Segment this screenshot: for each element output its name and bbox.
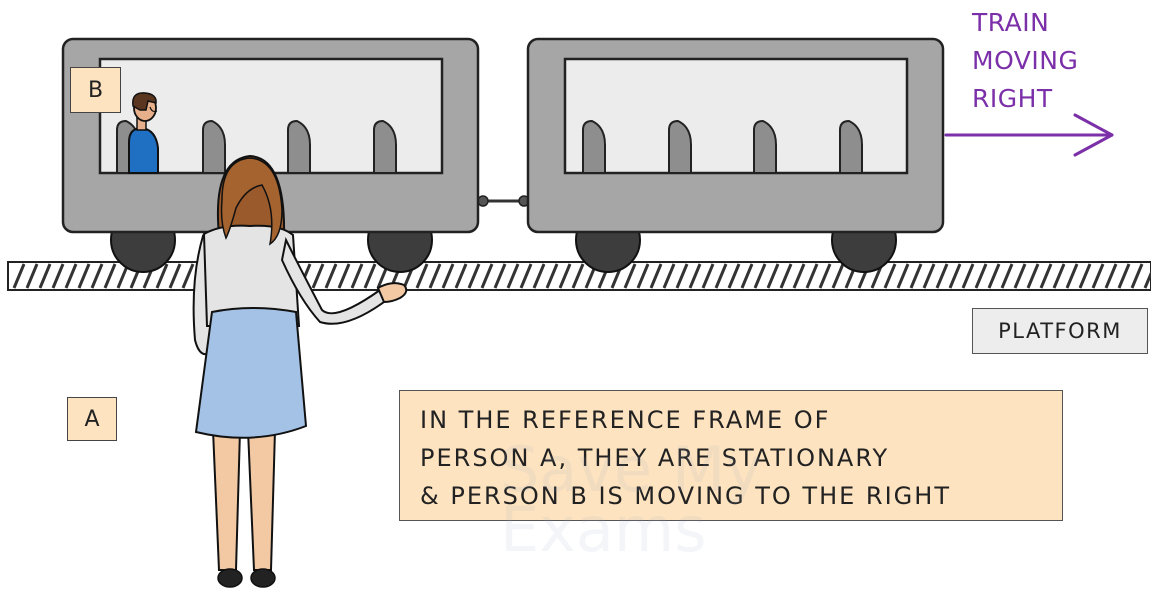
track-hatch xyxy=(77,263,91,289)
track-hatch xyxy=(714,263,728,289)
track-hatch xyxy=(428,263,442,289)
track-hatch xyxy=(727,263,741,289)
track-hatch xyxy=(506,263,520,289)
track-hatch xyxy=(571,263,585,289)
track-hatch xyxy=(974,263,988,289)
track-hatch xyxy=(675,263,689,289)
track-hatch xyxy=(753,263,767,289)
person-a-figure xyxy=(192,154,408,588)
track-hatch xyxy=(337,263,351,289)
right-arrow-icon xyxy=(944,113,1114,157)
track-hatch xyxy=(922,263,936,289)
track-hatch xyxy=(948,263,962,289)
track-hatch xyxy=(155,263,169,289)
track-hatch xyxy=(883,263,897,289)
track-hatch xyxy=(740,263,754,289)
track-hatch xyxy=(12,263,26,289)
info-line: PERSON A, THEY ARE STATIONARY xyxy=(420,444,890,472)
track-hatch xyxy=(818,263,832,289)
track-hatch xyxy=(64,263,78,289)
rail-track xyxy=(7,261,1151,291)
reference-frame-note: IN THE REFERENCE FRAME OF PERSON A, THEY… xyxy=(399,390,1063,521)
track-hatch xyxy=(987,263,1001,289)
track-hatch xyxy=(324,263,338,289)
track-hatch xyxy=(38,263,52,289)
track-hatch xyxy=(779,263,793,289)
track-hatch xyxy=(558,263,572,289)
track-hatch xyxy=(662,263,676,289)
track-hatch xyxy=(532,263,546,289)
info-line: & PERSON B IS MOVING TO THE RIGHT xyxy=(420,482,951,510)
track-hatch xyxy=(649,263,663,289)
track-hatch xyxy=(1026,263,1040,289)
track-hatch xyxy=(1065,263,1079,289)
track-hatch xyxy=(51,263,65,289)
track-hatch xyxy=(480,263,494,289)
track-hatch xyxy=(519,263,533,289)
track-hatch xyxy=(688,263,702,289)
track-hatch xyxy=(181,263,195,289)
track-hatch xyxy=(1091,263,1105,289)
track-hatch xyxy=(1000,263,1014,289)
carriage-right xyxy=(526,37,945,234)
track-hatch xyxy=(90,263,104,289)
track-hatch xyxy=(1130,263,1144,289)
train-note-line: TRAIN xyxy=(972,8,1050,37)
track-hatch xyxy=(623,263,637,289)
info-line: IN THE REFERENCE FRAME OF xyxy=(420,406,831,434)
track-hatch xyxy=(1039,263,1053,289)
track-hatch xyxy=(1078,263,1092,289)
track-hatch xyxy=(961,263,975,289)
platform-label: PLATFORM xyxy=(972,308,1148,354)
track-hatch xyxy=(415,263,429,289)
track-hatch xyxy=(454,263,468,289)
track-hatch xyxy=(311,263,325,289)
track-hatch xyxy=(363,263,377,289)
track-hatch xyxy=(896,263,910,289)
track-hatch xyxy=(1052,263,1066,289)
track-hatch xyxy=(25,263,39,289)
train-direction-note: TRAIN MOVING RIGHT xyxy=(972,4,1078,118)
track-hatch xyxy=(766,263,780,289)
track-hatch xyxy=(831,263,845,289)
track-hatch xyxy=(1104,263,1118,289)
track-hatch xyxy=(1117,263,1131,289)
track-hatch xyxy=(701,263,715,289)
track-hatch xyxy=(467,263,481,289)
person-b-label: B xyxy=(70,67,121,113)
track-hatch xyxy=(350,263,364,289)
track-hatch xyxy=(103,263,117,289)
track-hatch xyxy=(441,263,455,289)
seats xyxy=(582,119,863,174)
track-hatch xyxy=(1013,263,1027,289)
track-hatch xyxy=(935,263,949,289)
coupling xyxy=(477,195,530,207)
track-hatch xyxy=(545,263,559,289)
person-b-figure xyxy=(128,92,159,174)
track-hatch xyxy=(493,263,507,289)
train-note-line: RIGHT xyxy=(972,84,1053,113)
track-hatch xyxy=(168,263,182,289)
track-hatch xyxy=(805,263,819,289)
track-hatch xyxy=(792,263,806,289)
track-hatch xyxy=(636,263,650,289)
train-note-line: MOVING xyxy=(972,46,1079,75)
track-hatch xyxy=(1143,269,1151,289)
track-hatch xyxy=(909,263,923,289)
person-a-label: A xyxy=(67,397,117,441)
